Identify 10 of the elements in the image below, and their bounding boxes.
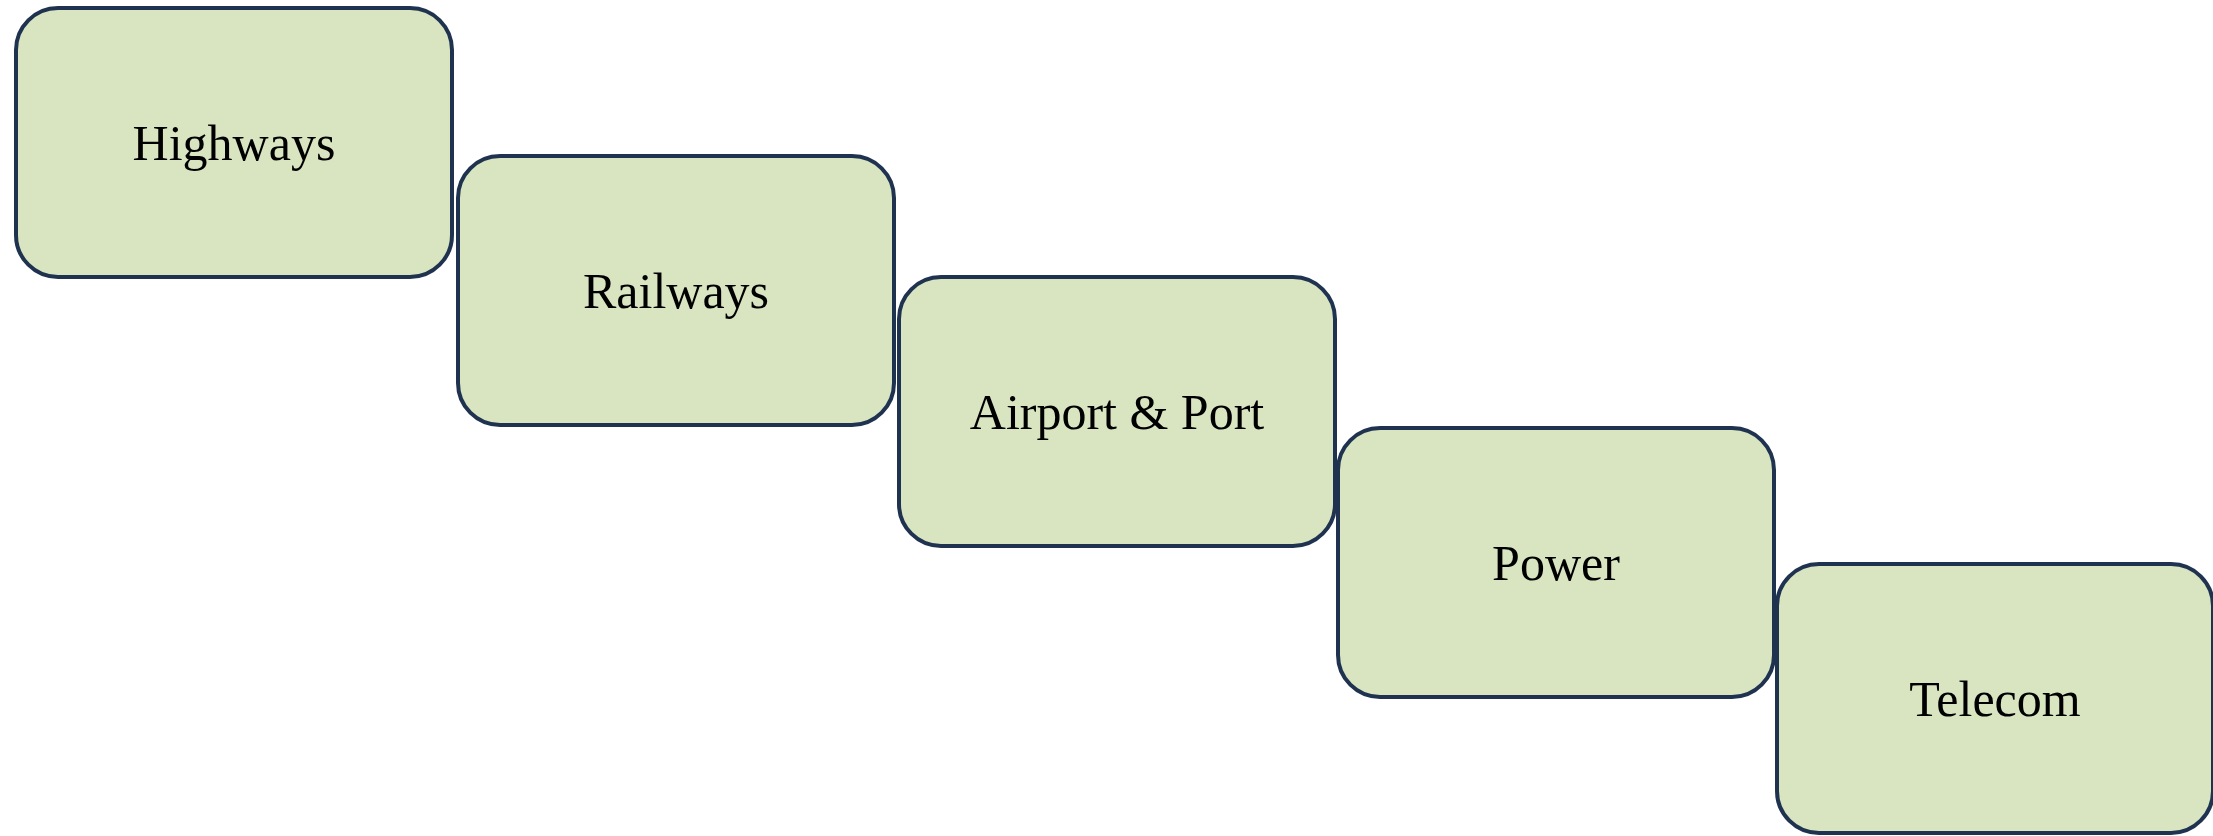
box-label: Power	[1491, 533, 1621, 592]
rounded-box	[14, 6, 454, 279]
box-label: Airport & Port	[968, 382, 1266, 441]
box-label: Railways	[581, 261, 771, 320]
rounded-box	[897, 275, 1337, 548]
box-label: Highways	[131, 113, 337, 172]
box-label: Telecom	[1908, 669, 2082, 728]
rounded-box	[1336, 426, 1776, 699]
rounded-box	[456, 154, 896, 427]
rounded-box	[1775, 562, 2213, 835]
